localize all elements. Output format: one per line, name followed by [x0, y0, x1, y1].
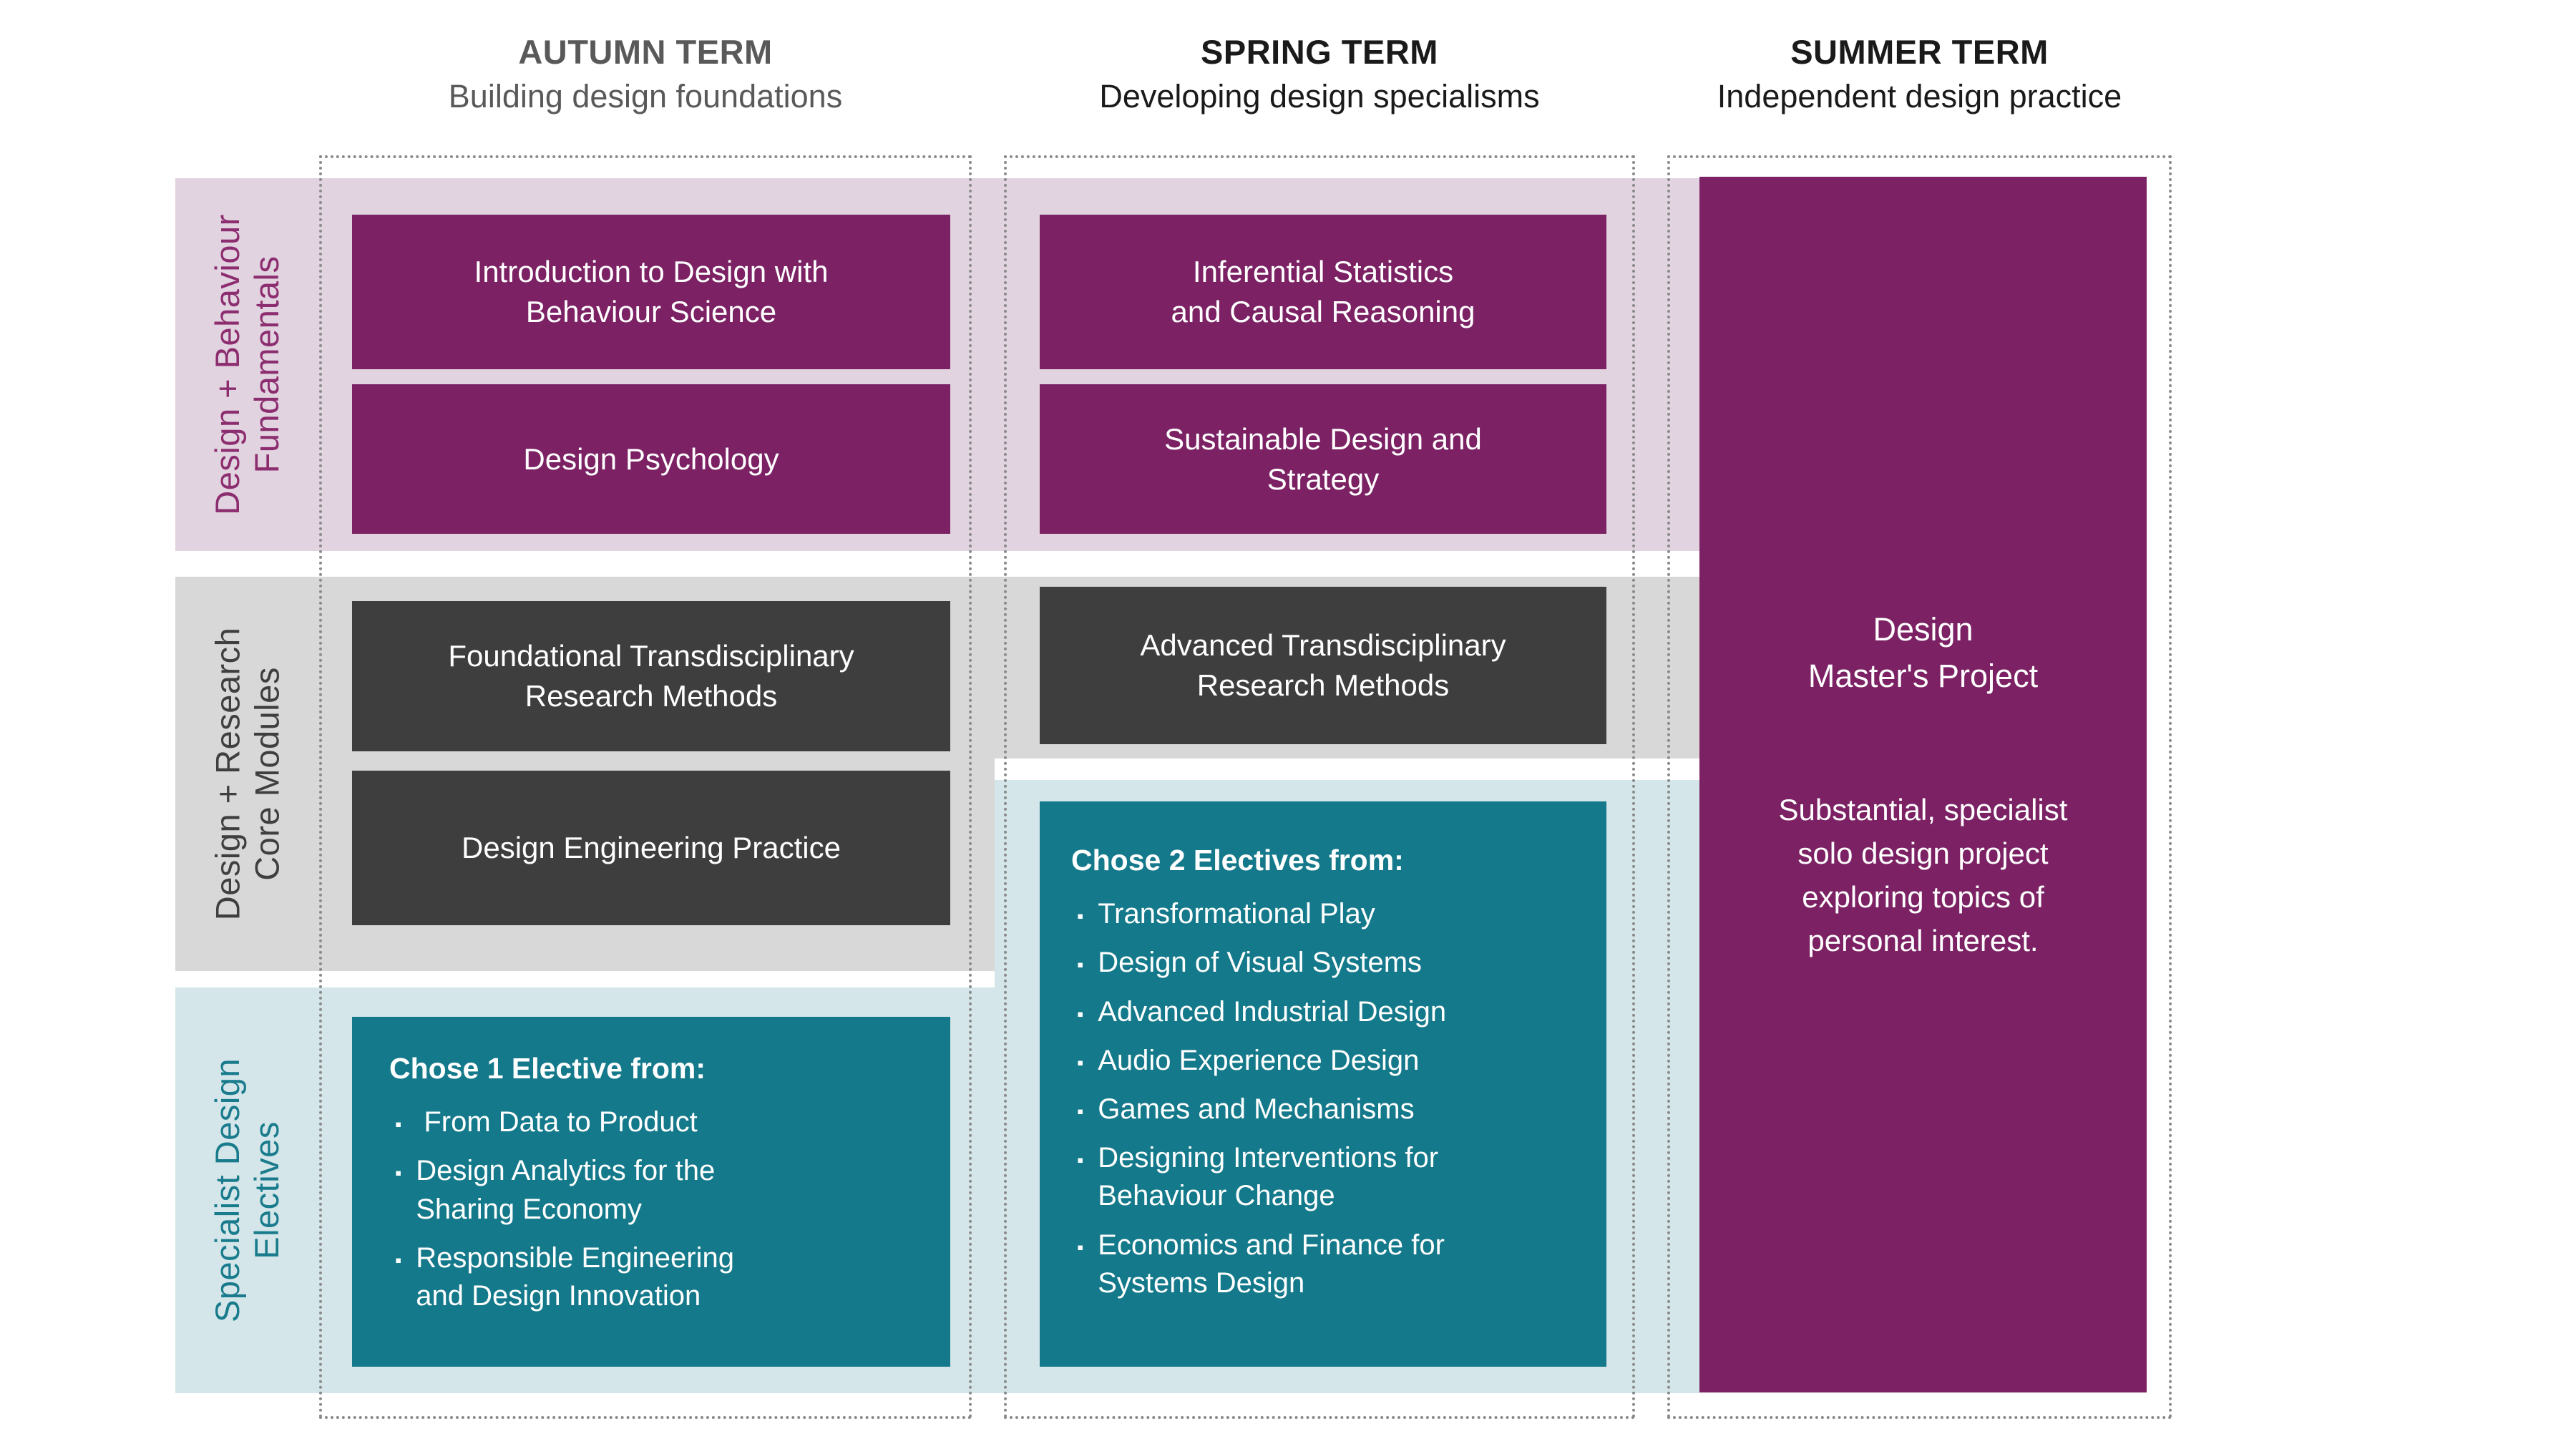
project-title: Design Master's Project [1807, 610, 2039, 695]
list-item: ▪ Economics and Finance for Systems Desi… [1071, 1226, 1585, 1302]
list-item: ▪ Design Analytics for the Sharing Econo… [389, 1152, 922, 1228]
summer-term-subtitle: Independent design practice [1717, 78, 2122, 114]
row-label-core-modules-text: Design + Research Core Modules [208, 627, 286, 921]
module-label: Sustainable Design and Strategy [1164, 421, 1482, 496]
module-intro-to-design-with-behaviour-science: Introduction to Design with Behaviour Sc… [352, 215, 950, 369]
design-masters-project-box: Design Master's Project Substantial, spe… [1699, 177, 2147, 1392]
bullet-icon: ▪ [1077, 1002, 1084, 1025]
bullet-icon: ▪ [395, 1113, 402, 1136]
bullet-icon: ▪ [1077, 954, 1084, 976]
module-label: Introduction to Design with Behaviour Sc… [474, 255, 829, 328]
elective-label: Transformational Play [1098, 898, 1375, 930]
module-foundational-transdisciplinary-research-methods: Foundational Transdisciplinary Research … [352, 601, 950, 751]
autumn-electives-box: Chose 1 Elective from: ▪ From Data to Pr… [352, 1017, 950, 1367]
module-inferential-statistics-and-causal-reasoning: Inferential Statistics and Causal Reason… [1040, 215, 1606, 369]
spring-electives-heading: Chose 2 Electives from: [1071, 844, 1404, 877]
row-label-electives-text: Specialist Design Electives [208, 1058, 286, 1323]
list-item: ▪ Transformational Play [1071, 895, 1585, 933]
row-label-fundamentals-text: Design + Behaviour Fundamentals [208, 214, 286, 515]
list-item: ▪ Advanced Industrial Design [1071, 993, 1585, 1031]
autumn-electives-heading: Chose 1 Elective from: [389, 1052, 706, 1085]
header-autumn-term: AUTUMN TERM Building design foundations [319, 30, 972, 119]
module-design-psychology: Design Psychology [352, 384, 950, 534]
elective-label: Games and Mechanisms [1098, 1093, 1415, 1126]
bullet-icon: ▪ [1077, 1051, 1084, 1073]
elective-label: From Data to Product [416, 1106, 698, 1138]
header-summer-term: SUMMER TERM Independent design practice [1667, 30, 2172, 119]
module-label: Inferential Statistics and Causal Reason… [1171, 255, 1475, 328]
module-label: Advanced Transdisciplinary Research Meth… [1140, 628, 1506, 702]
spring-term-frame [1004, 155, 1635, 1419]
header-spring-term: SPRING TERM Developing design specialism… [1004, 30, 1635, 119]
autumn-term-subtitle: Building design foundations [448, 78, 843, 114]
elective-label: Audio Experience Design [1098, 1044, 1420, 1076]
list-item: ▪ From Data to Product [389, 1103, 922, 1141]
list-item: ▪ Audio Experience Design [1071, 1042, 1585, 1080]
elective-label: Design of Visual Systems [1098, 947, 1423, 979]
module-label: Design Psychology [523, 441, 779, 476]
bullet-icon: ▪ [395, 1249, 402, 1271]
elective-label: Responsible Engineering and Design Innov… [416, 1241, 734, 1312]
list-item: ▪ Designing Interventions for Behaviour … [1071, 1139, 1585, 1215]
module-advanced-transdisciplinary-research-methods: Advanced Transdisciplinary Research Meth… [1040, 587, 1606, 744]
bullet-icon: ▪ [1077, 905, 1084, 927]
module-sustainable-design-and-strategy: Sustainable Design and Strategy [1040, 384, 1606, 534]
module-design-engineering-practice: Design Engineering Practice [352, 771, 950, 925]
bullet-icon: ▪ [1077, 1149, 1084, 1171]
bullet-icon: ▪ [1077, 1236, 1084, 1258]
project-description: Substantial, specialist solo design proj… [1778, 793, 2068, 958]
row-label-core-modules: Design + Research Core Modules [175, 577, 319, 971]
bullet-icon: ▪ [395, 1162, 402, 1184]
elective-label: Designing Interventions for Behaviour Ch… [1098, 1142, 1439, 1212]
elective-label: Design Analytics for the Sharing Economy [416, 1155, 716, 1225]
list-item: ▪ Responsible Engineering and Design Inn… [389, 1239, 922, 1315]
autumn-term-frame [319, 155, 972, 1419]
spring-electives-box: Chose 2 Electives from: ▪ Transformation… [1040, 801, 1606, 1367]
list-item: ▪ Design of Visual Systems [1071, 944, 1585, 982]
spring-term-subtitle: Developing design specialisms [1099, 78, 1540, 114]
summer-term-frame [1667, 155, 2172, 1419]
elective-label: Advanced Industrial Design [1098, 995, 1447, 1028]
module-label: Design Engineering Practice [462, 831, 841, 865]
spring-term-title: SPRING TERM [1201, 33, 1438, 71]
autumn-term-title: AUTUMN TERM [518, 33, 773, 71]
list-item: ▪ Games and Mechanisms [1071, 1091, 1585, 1128]
elective-label: Economics and Finance for Systems Design [1098, 1229, 1445, 1299]
module-label: Foundational Transdisciplinary Research … [448, 639, 854, 713]
row-label-fundamentals: Design + Behaviour Fundamentals [175, 178, 319, 551]
bullet-icon: ▪ [1077, 1101, 1084, 1123]
row-label-electives: Specialist Design Electives [175, 987, 319, 1393]
summer-term-title: SUMMER TERM [1790, 33, 2049, 71]
